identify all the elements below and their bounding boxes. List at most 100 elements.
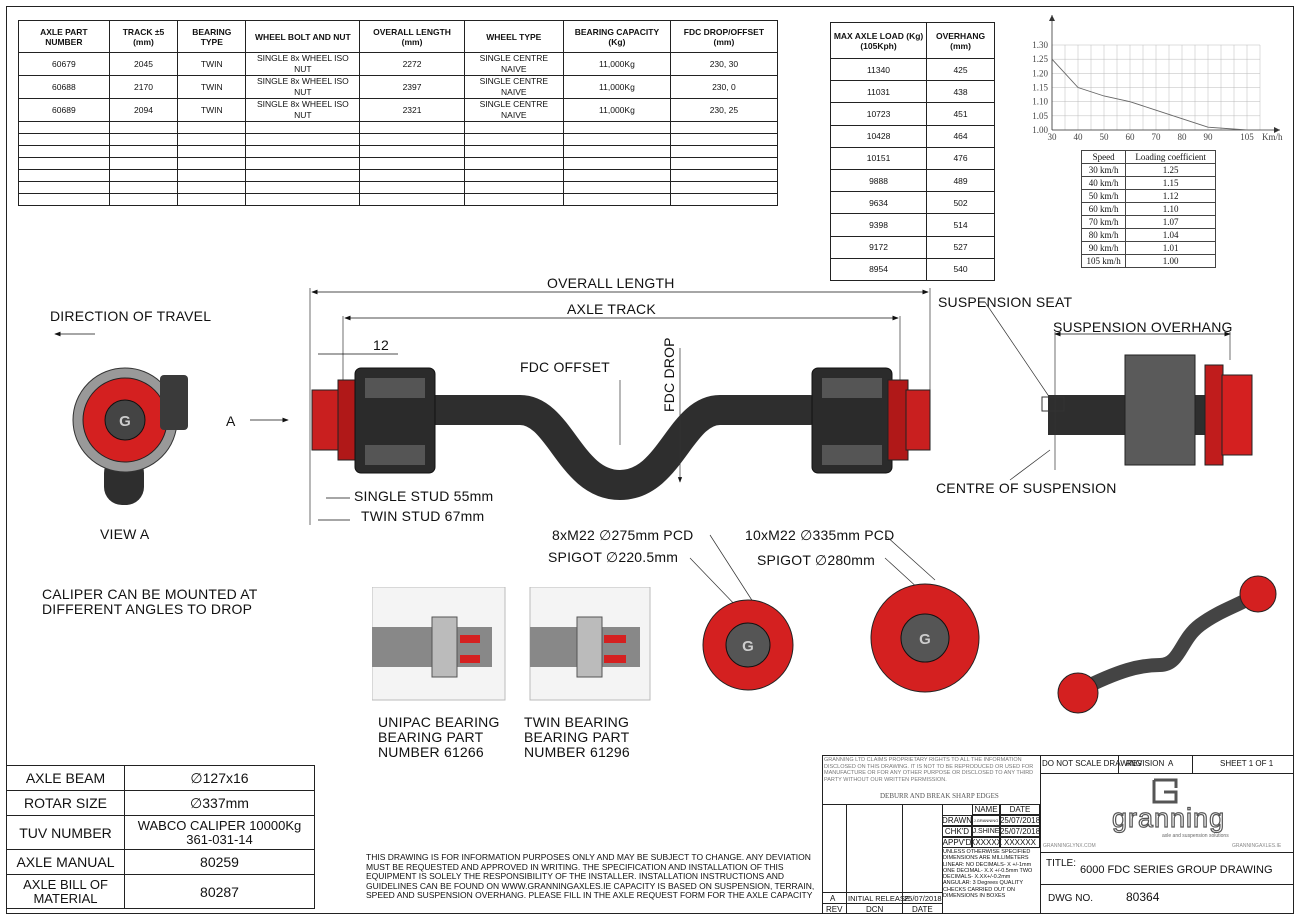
rev-col-1 bbox=[846, 804, 847, 914]
load-table-header: OVERHANG (mm) bbox=[926, 22, 995, 59]
table-cell: 2321 bbox=[359, 98, 465, 122]
twin-stud-label: TWIN STUD 67mm bbox=[361, 508, 485, 524]
dwg-no-label: DWG NO. bbox=[1048, 893, 1093, 904]
x-tick-label: 90 bbox=[1204, 132, 1214, 142]
spec-value: ∅127x16 bbox=[124, 765, 315, 791]
view-a-label: VIEW A bbox=[100, 526, 150, 542]
y-tick-label: 1.15 bbox=[1032, 83, 1048, 93]
table-cell: 9634 bbox=[829, 191, 928, 215]
table-cell bbox=[18, 133, 110, 146]
spec-label: AXLE MANUAL bbox=[6, 849, 125, 875]
dcn-header: DCN bbox=[866, 905, 884, 914]
deburr-note: DEBURR AND BREAK SHARP EDGES bbox=[880, 792, 999, 800]
y-tick-label: 1.10 bbox=[1032, 97, 1048, 107]
part-table-header: FDC DROP/OFFSET (mm) bbox=[669, 20, 779, 53]
table-cell bbox=[563, 121, 671, 134]
table-cell bbox=[669, 181, 779, 194]
twin-label-1: TWIN BEARING bbox=[524, 714, 630, 730]
table-cell: 1.07 bbox=[1125, 215, 1216, 229]
table-cell bbox=[563, 193, 671, 206]
x-tick-label: 30 bbox=[1048, 132, 1058, 142]
unipac-label-1: UNIPAC BEARING bbox=[378, 714, 500, 730]
table-cell: 540 bbox=[926, 257, 995, 281]
y-tick-label: 1.05 bbox=[1032, 111, 1048, 121]
checked-date: 25/07/2018 bbox=[999, 826, 1041, 837]
axle-track-label: AXLE TRACK bbox=[567, 301, 656, 317]
table-cell: 80 km/h bbox=[1080, 228, 1127, 242]
dwg-no-value: 80364 bbox=[1126, 890, 1160, 904]
header-col-2 bbox=[1192, 755, 1193, 773]
table-row bbox=[18, 145, 779, 158]
table-cell: TWIN bbox=[177, 75, 247, 99]
table-cell: 11,000Kg bbox=[563, 98, 671, 122]
table-cell: 2272 bbox=[359, 52, 465, 76]
caliper-note-line1: CALIPER CAN BE MOUNTED AT bbox=[42, 586, 258, 602]
table-cell bbox=[563, 181, 671, 194]
table-cell: SINGLE 8x WHEEL ISO NUT bbox=[245, 98, 361, 122]
part-table-header: BEARING CAPACITY (Kg) bbox=[563, 20, 671, 53]
rev-rule-2 bbox=[822, 903, 942, 904]
table-cell bbox=[463, 169, 565, 182]
table-cell bbox=[245, 133, 361, 146]
table-cell: 8954 bbox=[829, 257, 928, 281]
unipac-label-2: BEARING PART bbox=[378, 729, 484, 745]
load-table-header: MAX AXLE LOAD (Kg) (105Kph) bbox=[829, 22, 928, 59]
table-cell: 1.10 bbox=[1125, 202, 1216, 216]
y-tick-label: 1.25 bbox=[1032, 54, 1048, 64]
table-cell bbox=[245, 169, 361, 182]
table-cell: 50 km/h bbox=[1080, 189, 1127, 203]
granning-logo-mark bbox=[1152, 778, 1178, 804]
centre-of-suspension-label: CENTRE OF SUSPENSION bbox=[936, 480, 1117, 496]
spec-value: WABCO CALIPER 10000Kg 361-031-14 bbox=[124, 815, 315, 850]
table-cell bbox=[177, 181, 247, 194]
part-table-header: AXLE PART NUMBER bbox=[18, 20, 110, 53]
hub8-pcd-label: 8xM22 ∅275mm PCD bbox=[552, 527, 694, 543]
spec-row: AXLE BEAM∅127x16 bbox=[6, 765, 315, 791]
table-cell: 438 bbox=[926, 80, 995, 104]
checked-name: J.SHINE bbox=[972, 826, 1000, 837]
svg-text:G: G bbox=[742, 638, 754, 655]
table-cell bbox=[245, 145, 361, 158]
axle-isometric-view bbox=[1057, 575, 1277, 714]
spec-label: ROTAR SIZE bbox=[6, 790, 125, 816]
table-cell: 10428 bbox=[829, 124, 928, 148]
unipac-label-3: NUMBER 61266 bbox=[378, 744, 484, 760]
x-tick-label: 80 bbox=[1178, 132, 1188, 142]
table-cell: 451 bbox=[926, 102, 995, 126]
site-right: GRANNINGAXLES.IE bbox=[1232, 843, 1282, 849]
checked-label: CHK'D bbox=[942, 826, 972, 837]
table-row bbox=[18, 169, 779, 182]
spec-value: ∅337mm bbox=[124, 790, 315, 816]
table-cell: SINGLE CENTRE NAIVE bbox=[463, 98, 565, 122]
y-tick-label: 1.30 bbox=[1032, 40, 1048, 50]
spec-row: ROTAR SIZE∅337mm bbox=[6, 790, 315, 816]
table-cell bbox=[359, 169, 465, 182]
table-cell bbox=[245, 181, 361, 194]
x-tick-label: 105 bbox=[1240, 132, 1254, 142]
single-stud-label: SINGLE STUD 55mm bbox=[354, 488, 494, 504]
date-header: DATE bbox=[1000, 804, 1040, 815]
table-cell: SINGLE 8x WHEEL ISO NUT bbox=[245, 52, 361, 76]
axle-drawing: G bbox=[54, 288, 1253, 525]
drawn-label: DRAWN bbox=[942, 815, 972, 826]
table-cell bbox=[108, 181, 179, 194]
title-label: TITLE: bbox=[1046, 858, 1077, 869]
rev-col-3 bbox=[942, 804, 943, 914]
table-cell bbox=[359, 121, 465, 134]
approved-date: XXXXXX bbox=[1000, 837, 1040, 848]
table-cell: 230, 25 bbox=[669, 98, 779, 122]
release-date: 25/07/2018 bbox=[904, 894, 942, 903]
table-cell bbox=[18, 145, 110, 158]
x-axis-arrow bbox=[1274, 127, 1280, 133]
table-cell: 230, 0 bbox=[669, 75, 779, 99]
table-cell: 11,000Kg bbox=[563, 52, 671, 76]
y-tick-label: 1.00 bbox=[1032, 125, 1048, 135]
coefficient-line bbox=[1051, 58, 1248, 131]
part-table-header: OVERALL LENGTH (mm) bbox=[359, 20, 465, 53]
